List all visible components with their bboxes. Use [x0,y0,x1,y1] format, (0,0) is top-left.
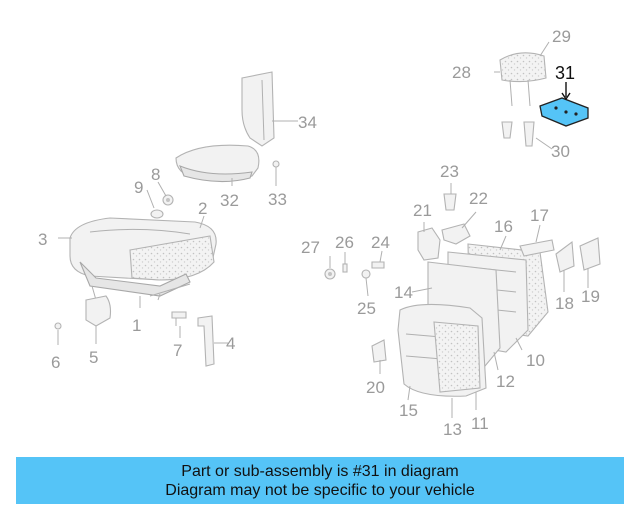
latch-22[interactable] [441,223,471,245]
highlighted-part-31[interactable] [539,82,589,127]
callout-6: 6 [51,353,60,372]
callout-14: 14 [394,283,413,302]
callout-16: 16 [494,217,513,236]
callout-20: 20 [366,378,385,397]
bracket-18[interactable] [555,240,575,273]
bracket-4[interactable] [197,315,215,367]
info-banner: Part or sub-assembly is #31 in diagram D… [16,457,624,504]
callout-26: 26 [335,233,354,252]
callout-12: 12 [496,372,515,391]
callout-18: 18 [555,294,574,313]
callout-28: 28 [452,63,471,82]
leader-lines [57,41,589,418]
callout-23: 23 [440,162,459,181]
callout-21: 21 [413,201,432,220]
callout-27: 27 [301,238,320,257]
pin-24[interactable] [371,261,385,269]
callout-30: 30 [551,142,570,161]
parts-diagram: 1 2 3 4 5 6 7 8 9 10 11 12 13 14 15 16 1… [38,27,601,439]
banner-line-part: Part or sub-assembly is #31 in diagram [181,462,459,480]
callout-5: 5 [89,348,98,367]
callout-8: 8 [151,165,160,184]
callout-7: 7 [173,341,182,360]
bolt-6[interactable] [54,322,62,330]
callout-19: 19 [581,287,600,306]
hinge-21[interactable] [417,227,441,261]
callout-1: 1 [132,316,141,335]
callout-17: 17 [530,206,549,225]
callout-15: 15 [399,401,418,420]
pin-7[interactable] [171,311,187,326]
banner-line-disclaimer: Diagram may not be specific to your vehi… [165,481,475,499]
washer-9[interactable] [150,209,164,219]
callout-10: 10 [526,351,545,370]
screw-33[interactable] [272,160,280,172]
seat-back-board[interactable] [241,71,275,147]
bracket-17[interactable] [519,239,555,257]
callout-11: 11 [471,414,489,433]
callout-22: 22 [469,189,488,208]
seat-back-cover[interactable] [397,303,487,397]
washer-8[interactable] [162,194,174,206]
knob-23[interactable] [443,193,457,211]
callout-33: 33 [268,190,287,209]
bracket-19[interactable] [579,237,601,271]
callout-24: 24 [371,233,390,252]
callout-34: 34 [298,113,317,132]
callout-2: 2 [198,199,207,218]
callout-25: 25 [357,299,376,318]
callout-31: 31 [555,63,575,83]
callout-13: 13 [443,420,462,439]
callout-3: 3 [38,230,47,249]
callout-9: 9 [134,178,143,197]
clip-26[interactable] [342,263,348,273]
callout-4: 4 [226,334,235,353]
callout-29: 29 [552,27,571,46]
nut-27[interactable] [324,268,336,280]
bushing-25[interactable] [361,269,371,279]
headrest[interactable] [499,52,547,107]
seat-cushion[interactable] [69,217,217,297]
callout-labels: 1 2 3 4 5 6 7 8 9 10 11 12 13 14 15 16 1… [38,27,600,439]
bracket-20[interactable] [371,339,387,363]
callout-32: 32 [220,191,239,210]
cover-5[interactable] [85,295,112,327]
headrest-guides-30[interactable] [501,121,535,147]
armrest[interactable] [175,144,260,183]
